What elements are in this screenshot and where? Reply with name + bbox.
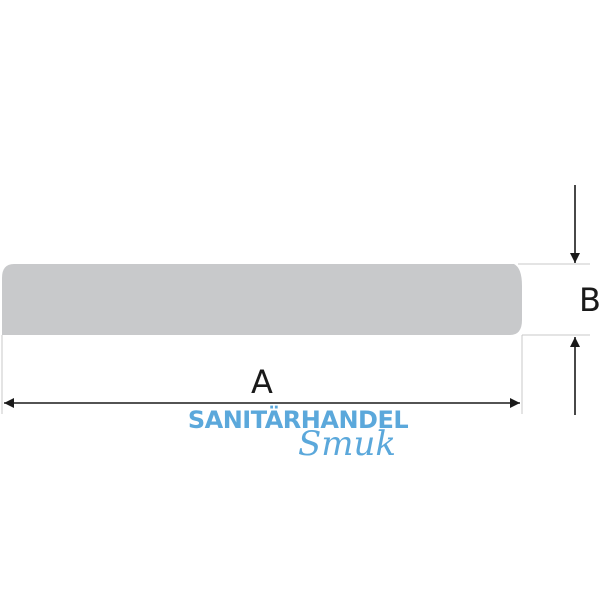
logo-text-script: Smuk xyxy=(298,424,396,464)
watermark-logo: SANITÄRHANDEL Smuk xyxy=(188,405,409,464)
logo-text-top: SANITÄRHANDEL xyxy=(188,405,409,434)
dimension-label-a: A xyxy=(251,363,273,401)
dimension-label-b: B xyxy=(579,281,600,319)
profile-shape xyxy=(2,264,522,335)
